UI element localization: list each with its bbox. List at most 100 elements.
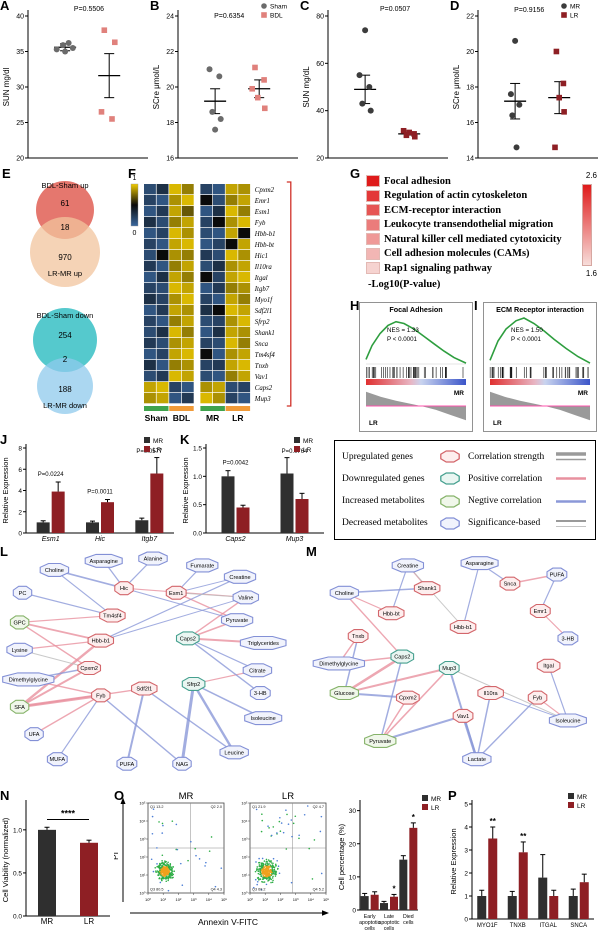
node-label: Snca xyxy=(504,582,518,588)
x-tick-label: 10² xyxy=(278,897,284,902)
data-point xyxy=(556,94,562,101)
data-point xyxy=(217,115,224,122)
correlation-edge-sig xyxy=(407,565,464,628)
node-label: Pyruvate xyxy=(369,739,391,745)
panel-letter-n: N xyxy=(0,788,10,803)
group-strip xyxy=(169,406,194,411)
node-label: Dimethylglycine xyxy=(319,661,358,667)
heatmap-cell xyxy=(225,261,238,272)
bar xyxy=(101,502,114,533)
correlation-edge-neg xyxy=(54,569,113,617)
heatmap-cell xyxy=(200,316,213,327)
heatmap-cell xyxy=(181,261,194,272)
network-node-metDec xyxy=(24,727,44,742)
heatmap-cell xyxy=(181,283,194,294)
correlation-edge-pos xyxy=(19,621,101,642)
node-label: Hbb-b1 xyxy=(454,625,472,631)
pathway-name: Rap1 signaling pathway xyxy=(384,262,492,274)
node-label: Fumarate xyxy=(190,563,214,569)
heatmap-cell xyxy=(156,217,169,228)
category-label: cells xyxy=(403,920,414,926)
data-point xyxy=(516,101,523,108)
gene-label: Fyb xyxy=(254,220,266,227)
pathway-name: Leukocyte transendothelial migration xyxy=(384,219,554,231)
legend-item-label: Positive correlation xyxy=(468,473,543,484)
y-tick-label: 10⁰ xyxy=(241,891,247,896)
heatmap-cell xyxy=(156,305,169,316)
heatmap-cell xyxy=(200,195,213,206)
bar xyxy=(380,903,388,910)
data-point xyxy=(411,131,417,137)
heatmap-cell xyxy=(156,393,169,404)
data-point xyxy=(112,39,118,46)
legend-item-label: Decreased metabolites xyxy=(342,518,428,529)
pathway-color-cell xyxy=(366,218,380,231)
heatmap-cell xyxy=(200,283,213,294)
y-tick-label: 40 xyxy=(16,14,24,21)
gene-label: Myo1f xyxy=(254,297,273,304)
heatmap-cell xyxy=(156,206,169,217)
y-tick-label: 10¹ xyxy=(242,873,248,878)
gene-label: Vav1 xyxy=(255,374,268,381)
network-node-up xyxy=(347,629,369,644)
legend-label: BDL xyxy=(270,13,283,20)
heatmap-cell xyxy=(225,316,238,327)
venn-count: 61 xyxy=(61,199,70,208)
heatmap-cell xyxy=(200,261,213,272)
category-label: apoptotic xyxy=(378,920,399,926)
heatmap-cell xyxy=(169,349,182,360)
heatmap-cell xyxy=(144,349,156,360)
data-point xyxy=(507,91,514,98)
panel-letter-f: F xyxy=(128,166,136,181)
gene-label: Esm1 xyxy=(254,209,270,216)
venn-set-label: LR-MR up xyxy=(48,269,82,278)
bar xyxy=(51,491,65,533)
category-label: Itgb7 xyxy=(142,536,159,543)
heatmap-cell xyxy=(200,206,213,217)
correlation-edge-neg xyxy=(187,637,261,694)
heatmap-cell xyxy=(238,217,251,228)
heatmap-cell xyxy=(213,316,225,327)
node-label: SFA xyxy=(14,705,25,711)
network-node-metDec xyxy=(6,642,33,657)
x-tick-label: 10⁵ xyxy=(323,897,329,902)
network-node-up xyxy=(165,585,187,600)
data-point xyxy=(513,144,520,151)
y-tick-label: 10⁴ xyxy=(139,819,145,824)
network-node-metDec xyxy=(172,756,192,771)
heatmap-cell xyxy=(181,338,194,349)
quadrant-stat: Q1 13.2 xyxy=(150,805,164,809)
correlation-edge-pos xyxy=(379,667,450,742)
pathway-color-cell xyxy=(366,262,380,275)
pathway-color-cell xyxy=(366,247,380,260)
heatmap-cell xyxy=(181,228,194,239)
phenotype-label: LR xyxy=(493,420,502,427)
correlation-edge-pos xyxy=(19,621,90,669)
annexin-axis-label: Annexin V-FITC xyxy=(198,917,258,927)
heatmap-cell xyxy=(169,283,182,294)
heatmap-cell xyxy=(238,184,251,195)
column-group-label: BDL xyxy=(173,413,190,423)
phenotype-label: MR xyxy=(578,390,588,397)
y-tick-label: 10² xyxy=(140,855,146,860)
heatmap-cell xyxy=(144,327,156,338)
node-label: Valine xyxy=(238,595,253,601)
heatmap-cell xyxy=(200,327,213,338)
legend-item-label: Upregulated genes xyxy=(342,451,413,462)
heatmap-cell xyxy=(225,250,238,261)
heatmap-cell xyxy=(169,250,182,261)
node-label: Hbb-b1 xyxy=(92,639,110,645)
node-label: Lysine xyxy=(12,648,28,654)
node-label: Choline xyxy=(45,568,64,574)
gene-label: Tnxb xyxy=(255,363,269,370)
y-tick-label: 60 xyxy=(316,61,324,68)
heatmap-cell xyxy=(181,349,194,360)
bar xyxy=(409,827,418,910)
p-value: P=0.5506 xyxy=(74,6,104,13)
heatmap-cell xyxy=(238,316,251,327)
